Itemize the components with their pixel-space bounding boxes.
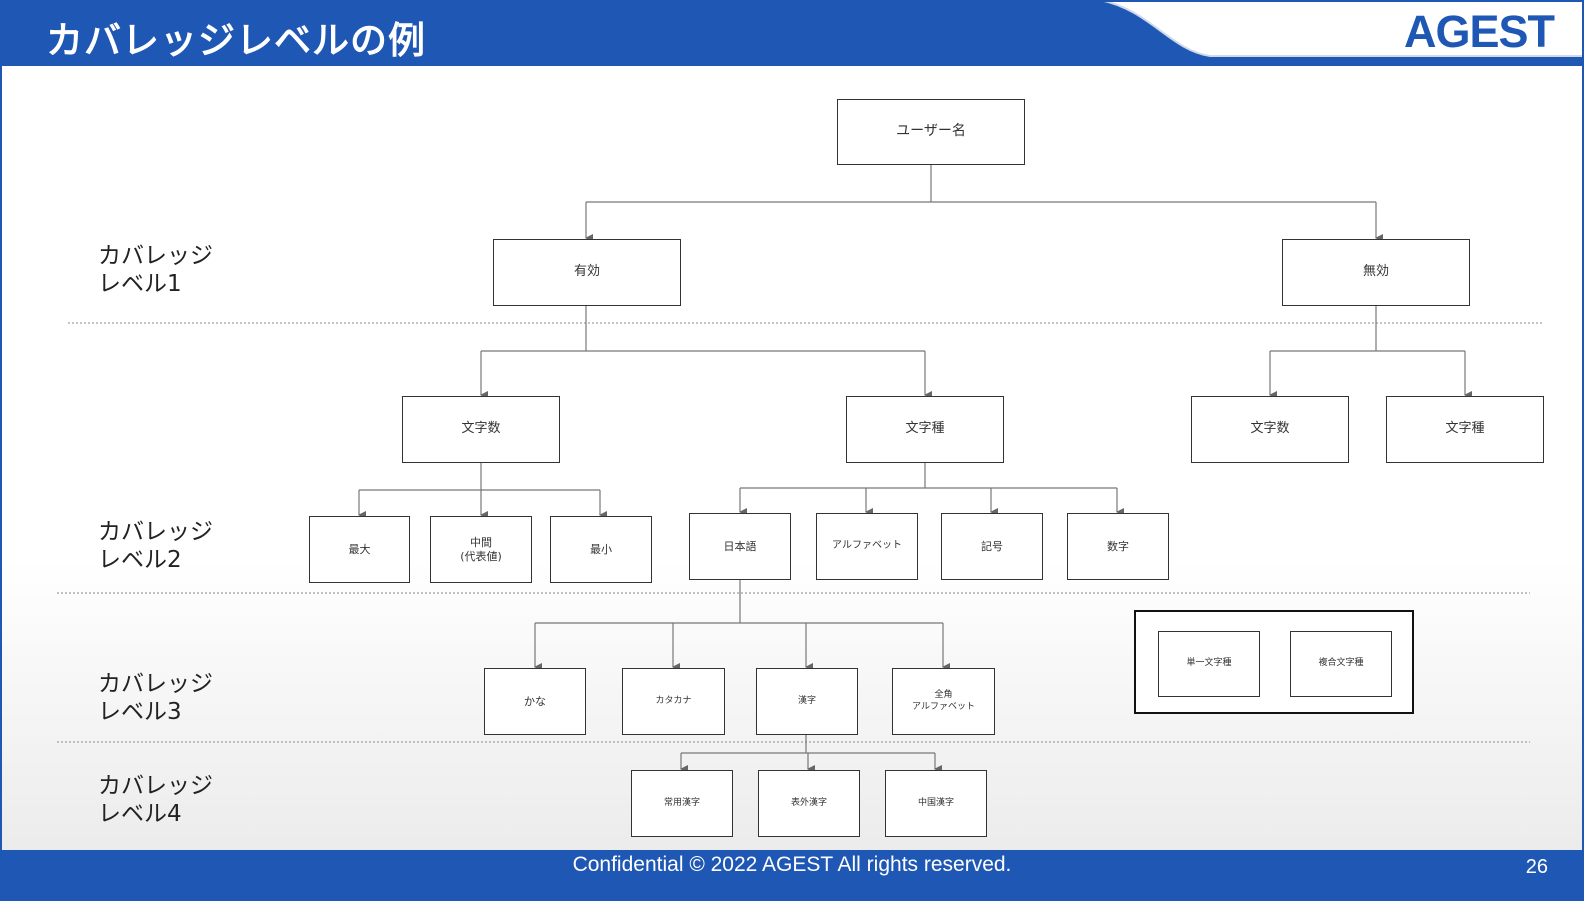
node-mid-line: (代表値) xyxy=(460,549,502,563)
node-invalid-chartype: 文字種 xyxy=(1386,396,1544,463)
level-label-line: レベル4 xyxy=(98,801,182,827)
node-valid: 有効 xyxy=(493,239,681,306)
node-fullwidth-line: 全角 xyxy=(934,690,953,701)
level-label-line: カバレッジ xyxy=(98,773,213,799)
footer-bar xyxy=(0,850,1584,901)
node-valid-chartype: 文字種 xyxy=(846,396,1004,463)
node-valid-length: 文字数 xyxy=(402,396,560,463)
node-mid-line: 中間 xyxy=(470,535,492,549)
node-fullwidth-line: アルファベット xyxy=(912,701,975,712)
level-label-4: カバレッジ レベル4 xyxy=(98,772,213,828)
node-kanji: 漢字 xyxy=(756,668,858,735)
header-banner xyxy=(0,0,1584,66)
node-fullwidth-alphabet: 全角 アルファベット xyxy=(892,668,995,735)
node-katakana: カタカナ xyxy=(622,668,725,735)
level-label-3: カバレッジ レベル3 xyxy=(98,670,213,726)
node-username: ユーザー名 xyxy=(837,99,1025,165)
node-hyogai-kanji: 表外漢字 xyxy=(758,770,860,837)
node-alphabet: アルファベット xyxy=(816,513,918,580)
slide-title: カバレッジレベルの例 xyxy=(46,19,426,62)
node-max: 最大 xyxy=(309,516,410,583)
node-kana: かな xyxy=(484,668,586,735)
node-joyo-kanji: 常用漢字 xyxy=(631,770,733,837)
node-symbol: 記号 xyxy=(941,513,1043,580)
node-mid: 中間 (代表値) xyxy=(430,516,532,583)
node-number: 数字 xyxy=(1067,513,1169,580)
level-label-line: カバレッジ xyxy=(98,671,213,697)
node-invalid-length: 文字数 xyxy=(1191,396,1349,463)
level-label-line: レベル1 xyxy=(98,271,182,297)
level-label-line: レベル2 xyxy=(98,547,182,573)
level-label-1: カバレッジ レベル1 xyxy=(98,242,213,298)
legend-compound-chartype: 複合文字種 xyxy=(1290,631,1392,697)
node-min: 最小 xyxy=(550,516,652,583)
page-number: 26 xyxy=(1525,856,1548,878)
node-invalid: 無効 xyxy=(1282,239,1470,306)
level-label-line: カバレッジ xyxy=(98,519,213,545)
legend-single-chartype: 単一文字種 xyxy=(1158,631,1260,697)
agest-logo: AGEST xyxy=(1403,6,1555,57)
level-label-2: カバレッジ レベル2 xyxy=(98,518,213,574)
level-label-line: レベル3 xyxy=(98,699,182,725)
footer-copyright: Confidential © 2022 AGEST All rights res… xyxy=(572,853,1012,876)
level-label-line: カバレッジ xyxy=(98,243,213,269)
node-chinese-kanji: 中国漢字 xyxy=(885,770,987,837)
node-japanese: 日本語 xyxy=(689,513,791,580)
